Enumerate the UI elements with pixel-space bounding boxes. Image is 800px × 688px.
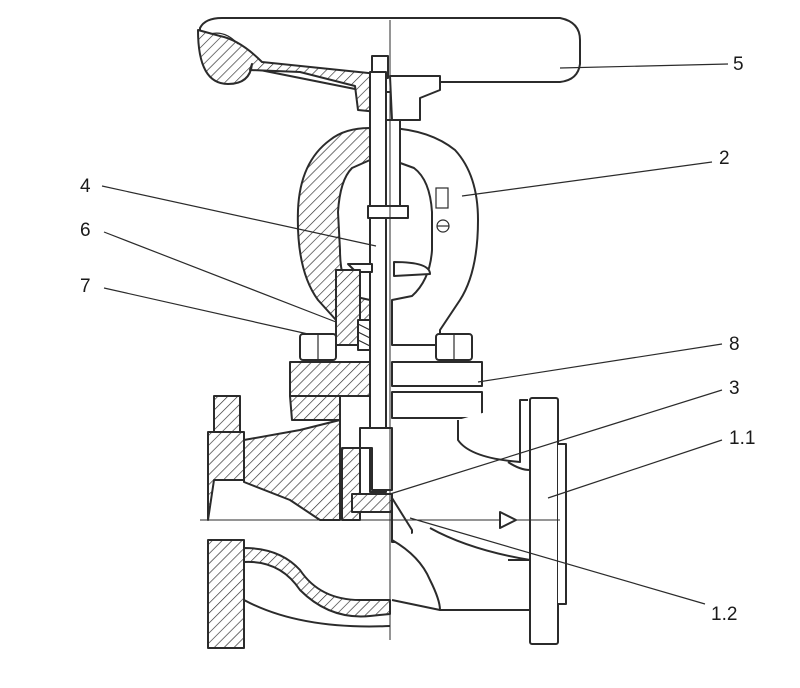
- valve-body: [207, 395, 567, 649]
- callout-label-8: 8: [729, 334, 740, 355]
- leader-3: [389, 389, 723, 495]
- packing-gland: [335, 269, 371, 351]
- callout-label-1-1: 1.1: [729, 428, 755, 449]
- gland-bolts: [299, 333, 473, 361]
- leader-1-2: [409, 517, 706, 605]
- callout-label-5: 5: [733, 54, 744, 75]
- callout-label-1-2: 1.2: [711, 604, 737, 625]
- callout-labels: 5 2 4 6 7 8 3 1.1 1.2: [80, 54, 755, 625]
- leader-lines: [101, 63, 729, 605]
- callout-label-2: 2: [719, 148, 730, 169]
- leader-8: [477, 343, 723, 383]
- leader-2: [461, 161, 713, 197]
- leader-6: [103, 231, 337, 323]
- callout-label-6: 6: [80, 220, 91, 241]
- leader-1-1: [547, 439, 723, 499]
- body-bonnet-flange: [289, 361, 483, 421]
- handwheel: [197, 17, 581, 121]
- callout-label-3: 3: [729, 378, 740, 399]
- flow-direction-arrow: [499, 511, 517, 529]
- callout-label-4: 4: [80, 176, 91, 197]
- stem: [347, 71, 431, 493]
- leader-5: [559, 63, 729, 69]
- callout-label-7: 7: [80, 276, 91, 297]
- leader-7: [103, 287, 309, 335]
- leader-4: [101, 185, 377, 247]
